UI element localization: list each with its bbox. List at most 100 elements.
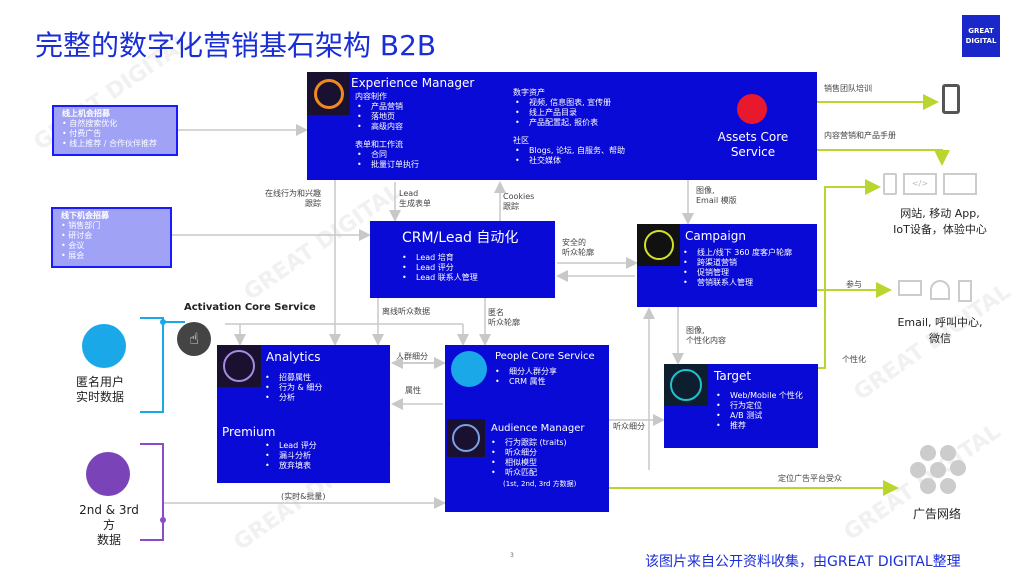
list-item: 促销管理: [681, 268, 792, 278]
label-offline-data: 离线听众数据: [382, 307, 430, 316]
target-title: Target: [714, 369, 752, 383]
audience-manager-title: Audience Manager: [491, 423, 585, 434]
list-item: Blogs, 论坛, 自服务、帮助: [513, 146, 625, 156]
crm-title: CRM/Lead 自动化: [402, 230, 519, 246]
monitor-icon: [943, 173, 977, 195]
footer-source-note: 该图片来自公开资料收集，由GREAT DIGITAL整理: [645, 554, 961, 570]
label-secure: 安全的听众轮廓: [562, 238, 594, 257]
list-item: A/B 测试: [714, 411, 803, 421]
label-image-personal: 图像,个性化内容: [686, 326, 726, 345]
anonymous-data-icon: [82, 324, 126, 368]
wechat-icon: [958, 280, 972, 302]
offline-sources-box: 线下机会招募 • 销售部门• 研讨会• 会议• 展会: [51, 207, 172, 268]
list-item: 落地页: [355, 112, 419, 122]
audience-manager-icon: [447, 419, 485, 457]
label-realtime: (实时&批量): [281, 492, 326, 501]
section-label: 社区: [513, 136, 529, 145]
list-item: 推荐: [714, 421, 803, 431]
assets-icon: [737, 94, 767, 124]
section-label: 表单和工作流: [355, 140, 403, 149]
list-item: Lead 联系人管理: [400, 273, 478, 283]
touch-icon: ☝: [177, 322, 211, 356]
list-item: 细分人群分享: [493, 367, 557, 377]
list-item: 招募属性: [263, 373, 322, 383]
phone-icon: [883, 173, 897, 195]
audience-note: (1st, 2nd, 3rd 方数据): [503, 480, 577, 488]
campaign-title: Campaign: [685, 229, 746, 243]
list-item: Lead 评分: [400, 263, 478, 273]
list-item: 相似模型: [489, 458, 567, 468]
campaign-icon: [637, 224, 680, 266]
third-party-data-icon: [86, 452, 130, 496]
analytics-icon: [217, 345, 261, 387]
social-network-icons: [910, 445, 968, 495]
list-item: 线上/线下 360 度客户轮廓: [681, 248, 792, 258]
label-segment: 人群细分: [396, 352, 428, 361]
experience-manager-icon: [307, 72, 350, 115]
campaign-box[interactable]: Campaign 线上/线下 360 度客户轮廓跨渠道营销促销管理营销联系人管理: [637, 224, 817, 307]
list-item: 高级内容: [355, 122, 419, 132]
list-item: 合同: [355, 150, 419, 160]
third-party-data-label: 2nd & 3rd 方数据: [79, 503, 139, 547]
list-item: 产品配置起, 报价表: [513, 118, 625, 128]
list-item: 分析: [263, 393, 322, 403]
label-personalize: 个性化: [842, 355, 866, 364]
people-icon: [451, 351, 487, 387]
list-item: 行为 & 细分: [263, 383, 322, 393]
label-ad-target: 定位广告平台受众: [778, 474, 842, 483]
activation-core-label: Activation Core Service: [184, 302, 316, 313]
label-anon-profile: 匿名听众轮廓: [488, 308, 520, 327]
label-image-email: 图像,Email 模版: [696, 186, 737, 205]
section-label: 数字资产: [513, 88, 545, 97]
mobile-device-icon: [942, 84, 960, 114]
experience-manager-box[interactable]: Experience Manager 内容制作 产品营销落地页高级内容 表单和工…: [307, 72, 817, 180]
label-engage: 参与: [846, 280, 862, 289]
assets-core-service-label: Assets Core Service: [717, 130, 789, 159]
label-attr: 属性: [405, 386, 421, 395]
people-core-title: People Core Service: [495, 351, 595, 362]
label-content-marketing: 内容营销和产品手册: [824, 131, 896, 140]
list-item: CRM 属性: [493, 377, 557, 387]
label-audience-segment: 听众细分: [613, 422, 645, 431]
channels-email-label: Email, 呼叫中心,微信: [897, 316, 983, 345]
list-item: 社交媒体: [513, 156, 625, 166]
target-icon: [664, 364, 708, 406]
device-icons: </>: [883, 173, 979, 195]
target-box[interactable]: Target Web/Mobile 个性化行为定位A/B 测试推荐: [664, 364, 818, 448]
online-sources-box: 线上机会招募 • 自然搜索优化• 付费广告• 线上推荐 / 合作伙伴推荐: [52, 105, 178, 156]
headset-icon: [930, 280, 950, 300]
list-item: 批量订单执行: [355, 160, 419, 170]
list-item: Lead 评分: [263, 441, 317, 451]
analytics-box[interactable]: Analytics 招募属性行为 & 细分分析 Premium Lead 评分漏…: [217, 345, 390, 483]
list-item: 营销联系人管理: [681, 278, 792, 288]
page-number: 3: [510, 552, 514, 559]
experience-manager-title: Experience Manager: [351, 76, 475, 90]
section-label: 内容制作: [355, 92, 387, 101]
crm-box[interactable]: CRM/Lead 自动化 Lead 培育Lead 评分Lead 联系人管理: [370, 221, 555, 298]
list-item: 视频, 信息图表, 宣传册: [513, 98, 625, 108]
engage-icons: [898, 280, 972, 302]
channels-web-label: 网站, 移动 App,IoT设备，体验中心: [893, 207, 987, 236]
list-item: Web/Mobile 个性化: [714, 391, 803, 401]
list-item: 放弃填表: [263, 461, 317, 471]
list-item: Lead 培育: [400, 253, 478, 263]
list-item: 行为跟踪 (traits): [489, 438, 567, 448]
list-item: 听众细分: [489, 448, 567, 458]
list-item: 听众匹配: [489, 468, 567, 478]
label-sales-training: 销售团队培训: [824, 84, 872, 93]
premium-title: Premium: [222, 425, 276, 439]
ad-network-label: 广告网络: [913, 507, 962, 521]
list-item: 产品营销: [355, 102, 419, 112]
list-item: 漏斗分析: [263, 451, 317, 461]
code-icon: </>: [903, 173, 937, 195]
list-item: 跨渠道营销: [681, 258, 792, 268]
label-track: 在线行为和兴趣跟踪: [265, 189, 321, 208]
analytics-title: Analytics: [266, 350, 321, 364]
anonymous-data-label: 匿名用户实时数据: [76, 375, 125, 404]
people-audience-box[interactable]: People Core Service 细分人群分享CRM 属性 Audienc…: [445, 345, 609, 512]
email-icon: [898, 280, 922, 296]
